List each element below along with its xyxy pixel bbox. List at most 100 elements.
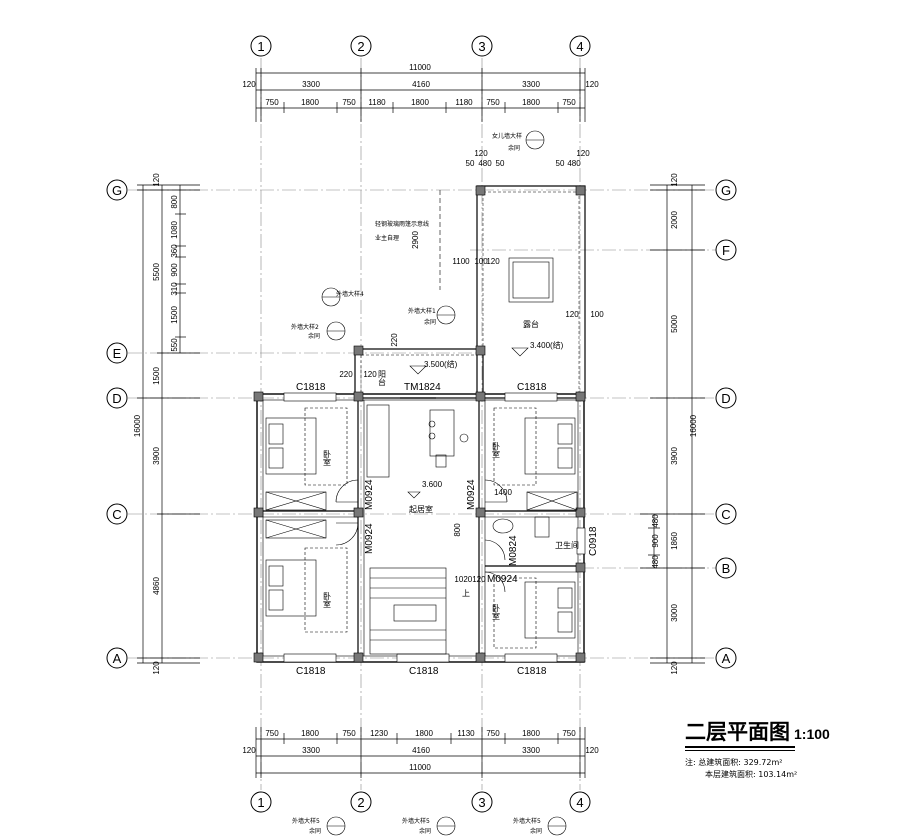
dim-text: 750 [342,729,356,738]
dim-text: 120 [585,746,599,755]
dim-text: 1180 [455,98,473,107]
drawing-scale: 1:100 [794,726,830,742]
axis-label: A [113,651,122,666]
drawing-title: 二层平面图 [685,720,790,744]
dim-text: 480 [478,159,492,168]
door-tag: M0924 [487,574,518,585]
dim-text: 1400 [494,488,512,497]
grid-lines [128,58,718,790]
window-tag: C0918 [588,526,599,556]
axis-bubble [106,647,128,669]
dim-text: 480 [651,555,660,569]
dim-text: 3300 [302,746,320,755]
callout-label: 余同 [424,318,436,326]
dim-text: 750 [562,98,576,107]
axis-bubble [715,387,737,409]
axis-bubble [250,35,272,57]
dim-text: 310 [170,282,179,296]
dim-text: 1800 [301,98,319,107]
dim-text: 220 [390,333,399,347]
dim-text: 1800 [415,729,433,738]
dim-text: 120 [670,661,679,675]
dim-text: 16000 [133,414,142,437]
dimension-lines-right [640,184,705,664]
dim-text: 3000 [670,604,679,622]
window-tag: C1818 [296,382,326,393]
doors [335,397,508,593]
axis-bubble [569,35,591,57]
axis-bubble [471,791,493,813]
door-tag: M0924 [466,479,477,510]
dim-text: 800 [453,523,462,537]
level-text: 3.600 [422,480,443,489]
axis-bubble [106,503,128,525]
area-notes: 注: 总建筑面积: 329.72m² 本层建筑面积: 103.14m² [685,757,797,781]
window-tag: C1818 [296,666,326,677]
axis-bubbles [106,35,737,813]
detail-callouts [321,130,567,836]
axis-bubble [106,387,128,409]
dim-text: 4160 [412,80,430,89]
dim-text: 5500 [152,263,161,281]
axis-bubble [106,179,128,201]
dimension-lines-top [255,68,586,122]
dim-text: 120 [486,257,500,266]
title-underline [685,746,795,748]
dim-text: 120 [363,370,377,379]
dim-text: 750 [486,729,500,738]
dim-text: 1860 [670,532,679,550]
axis-bubble [569,791,591,813]
dim-text: 2000 [670,211,679,229]
callout-label: 外墙大样5 [292,817,320,825]
dim-text: 220 [339,370,353,379]
dim-text: 120 [585,80,599,89]
level-text: 3.400(结) [530,340,564,350]
callout-label: 余同 [309,827,321,835]
axis-bubble [350,35,372,57]
dim-text: 3900 [152,447,161,465]
walls [256,185,586,663]
room-label: 阳台 [378,370,387,387]
axis-label: F [722,243,730,258]
dim-text: 3300 [302,80,320,89]
axis-bubble [715,557,737,579]
callout-label: 余同 [508,144,520,152]
dim-text: 1020120 [454,575,486,584]
room-label: 卧室 [323,592,332,608]
dim-text: 1130 [457,729,475,738]
callout-label: 余同 [308,332,320,340]
dim-text: 16000 [689,414,698,437]
room-label: 卧室 [492,442,501,458]
axis-label: 1 [257,39,264,54]
dim-text: 1800 [301,729,319,738]
axis-label: 4 [576,39,583,54]
axis-label: 4 [576,795,583,810]
dim-text: 100 [474,257,488,266]
door-tag: M0824 [508,535,519,566]
dim-text: 900 [651,534,660,548]
axis-bubble [106,342,128,364]
dim-text: 1500 [170,306,179,324]
dim-text: 3300 [522,80,540,89]
axis-bubble [250,791,272,813]
dim-text: 750 [486,98,500,107]
dim-text: 1080 [170,221,179,239]
dim-text: 1100 [452,257,470,266]
note-floor-area: 本层建筑面积: 103.14m² [705,770,798,779]
window-tag: C1818 [517,382,547,393]
annotation: 轻钢玻璃雨篷示意线 [375,220,429,228]
dim-text: 1800 [522,729,540,738]
dim-text: 5000 [670,315,679,333]
axis-label: 3 [478,795,485,810]
dim-text: 360 [170,244,179,258]
dimension-lines-left [137,184,200,664]
axis-bubble [715,239,737,261]
callout-label: 外墙大样5 [402,817,430,825]
title-underline-thin [685,750,795,751]
dim-text: 1180 [368,98,386,107]
room-label: 上 [462,589,470,598]
room-label: 起居室 [409,504,433,514]
axis-bubble [471,35,493,57]
dim-text: 1500 [152,367,161,385]
